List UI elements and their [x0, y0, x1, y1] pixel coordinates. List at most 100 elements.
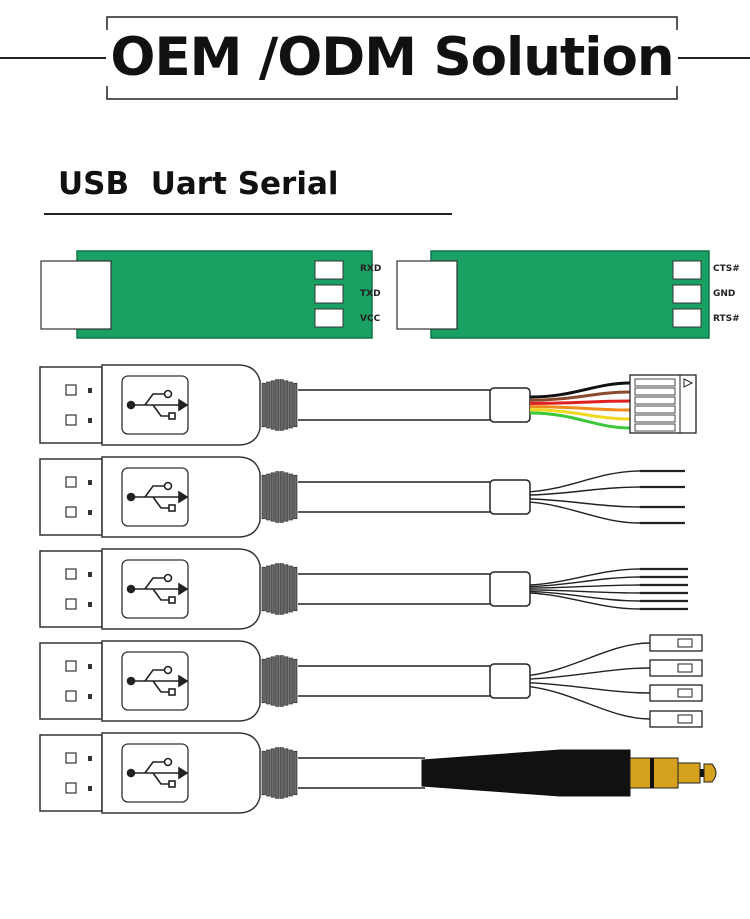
pcb-board-right: [396, 250, 716, 340]
usb-plug-hole: [65, 782, 77, 794]
usb-cable-6-pin-housing-connector: [39, 364, 697, 446]
usb-cable-4-bare-wires: [39, 456, 685, 538]
wire: [529, 381, 631, 399]
strain-relief-rib: [284, 472, 289, 522]
wire: [529, 486, 641, 496]
strain-relief-rib: [279, 655, 284, 707]
strain-relief-rib: [266, 565, 271, 613]
audio-jack-ring: [650, 758, 654, 788]
wire: [529, 405, 631, 412]
strain-relief-rib: [266, 657, 271, 705]
strain-relief-rib: [284, 564, 289, 614]
strain-relief-rib: [279, 563, 284, 615]
wire: [529, 667, 651, 680]
strain-relief-rib: [270, 472, 275, 522]
housing-slot: [634, 405, 676, 414]
wire: [529, 411, 631, 430]
strain-relief-rib: [279, 471, 284, 523]
pin-label-vcc: VCC: [360, 314, 381, 324]
dupont-connector: [649, 710, 703, 728]
pcb-board-left-drawing: [40, 250, 373, 339]
usb-plug: [39, 734, 103, 812]
strain-relief-rib: [288, 565, 293, 613]
title-rule-left: [0, 57, 106, 59]
wire: [529, 584, 641, 589]
strain-relief-rib: [293, 474, 298, 520]
usb-plug-hole: [65, 384, 77, 396]
usb-plug-hole: [65, 568, 77, 580]
usb-plug-contact: [88, 602, 92, 607]
pin-label-txd: TXD: [360, 289, 381, 299]
strain-relief-rib: [261, 566, 266, 612]
audio-jack-body: [421, 749, 631, 797]
wire: [529, 408, 631, 421]
usb-cable-4-dupont-connectors: [39, 634, 703, 728]
cable-sleeve: [489, 663, 531, 699]
strain-relief-rib: [261, 382, 266, 428]
pin1-marker-icon: [683, 378, 694, 388]
housing-slot: [634, 423, 676, 432]
usb-icon: [126, 573, 189, 604]
wire: [529, 642, 651, 676]
usb-plug-contact: [88, 418, 92, 423]
usb-plug-hole: [65, 752, 77, 764]
strain-relief-rib: [279, 747, 284, 799]
usb-plug: [39, 550, 103, 628]
wire: [529, 498, 641, 508]
wire: [529, 399, 631, 405]
usb-icon: [126, 481, 189, 512]
usb-plug-contact: [88, 694, 92, 699]
wire: [529, 589, 641, 594]
strain-relief-rib: [275, 471, 280, 523]
usb-icon: [126, 665, 189, 696]
usb-plug-hole: [65, 414, 77, 426]
dupont-window: [677, 638, 693, 648]
strain-relief-rib: [270, 748, 275, 798]
strain-relief-rib: [288, 473, 293, 521]
strain-relief-rib: [266, 749, 271, 797]
strain-relief-rib: [284, 748, 289, 798]
usb-plug-contact: [88, 480, 92, 485]
strain-relief-rib: [261, 474, 266, 520]
dupont-window: [677, 663, 693, 673]
strain-relief-rib: [275, 563, 280, 615]
strain-relief-rib: [293, 382, 298, 428]
usb-cable-6-bare-wires: [39, 548, 688, 630]
strain-relief-rib: [284, 656, 289, 706]
pin-label-gnd: GND: [713, 289, 736, 299]
usb-plug-hole: [65, 690, 77, 702]
strain-relief-rib: [266, 473, 271, 521]
strain-relief-rib: [284, 380, 289, 430]
dupont-connector: [649, 684, 703, 702]
usb-plug: [39, 642, 103, 720]
dupont-connector: [649, 634, 703, 652]
wire: [529, 576, 641, 588]
usb-plug-contact: [88, 510, 92, 515]
usb-plug-hole: [65, 506, 77, 518]
usb-plug-hole: [65, 598, 77, 610]
strain-relief-rib: [266, 381, 271, 429]
audio-jack-insulator: [700, 769, 704, 777]
strain-relief-rib: [270, 656, 275, 706]
usb-icon: [126, 757, 189, 788]
page-title: OEM /ODM Solution: [110, 27, 674, 88]
strain-relief-rib: [288, 381, 293, 429]
usb-plug-contact: [88, 388, 92, 393]
strain-relief-rib: [288, 657, 293, 705]
strain-relief-rib: [293, 566, 298, 612]
housing-slot: [634, 396, 676, 405]
usb-plug-hole: [65, 476, 77, 488]
pcb-board-left: [40, 250, 385, 340]
wire: [529, 568, 641, 586]
usb-plug: [39, 366, 103, 444]
strain-relief-rib: [293, 658, 298, 704]
wire: [529, 470, 641, 493]
wire: [529, 590, 641, 602]
pin-label-cts: CTS#: [713, 264, 740, 274]
wire: [529, 390, 631, 402]
usb-plug-contact: [88, 664, 92, 669]
wire: [529, 501, 641, 524]
cable-sleeve: [489, 571, 531, 607]
strain-relief-rib: [288, 749, 293, 797]
housing-slot: [634, 414, 676, 423]
